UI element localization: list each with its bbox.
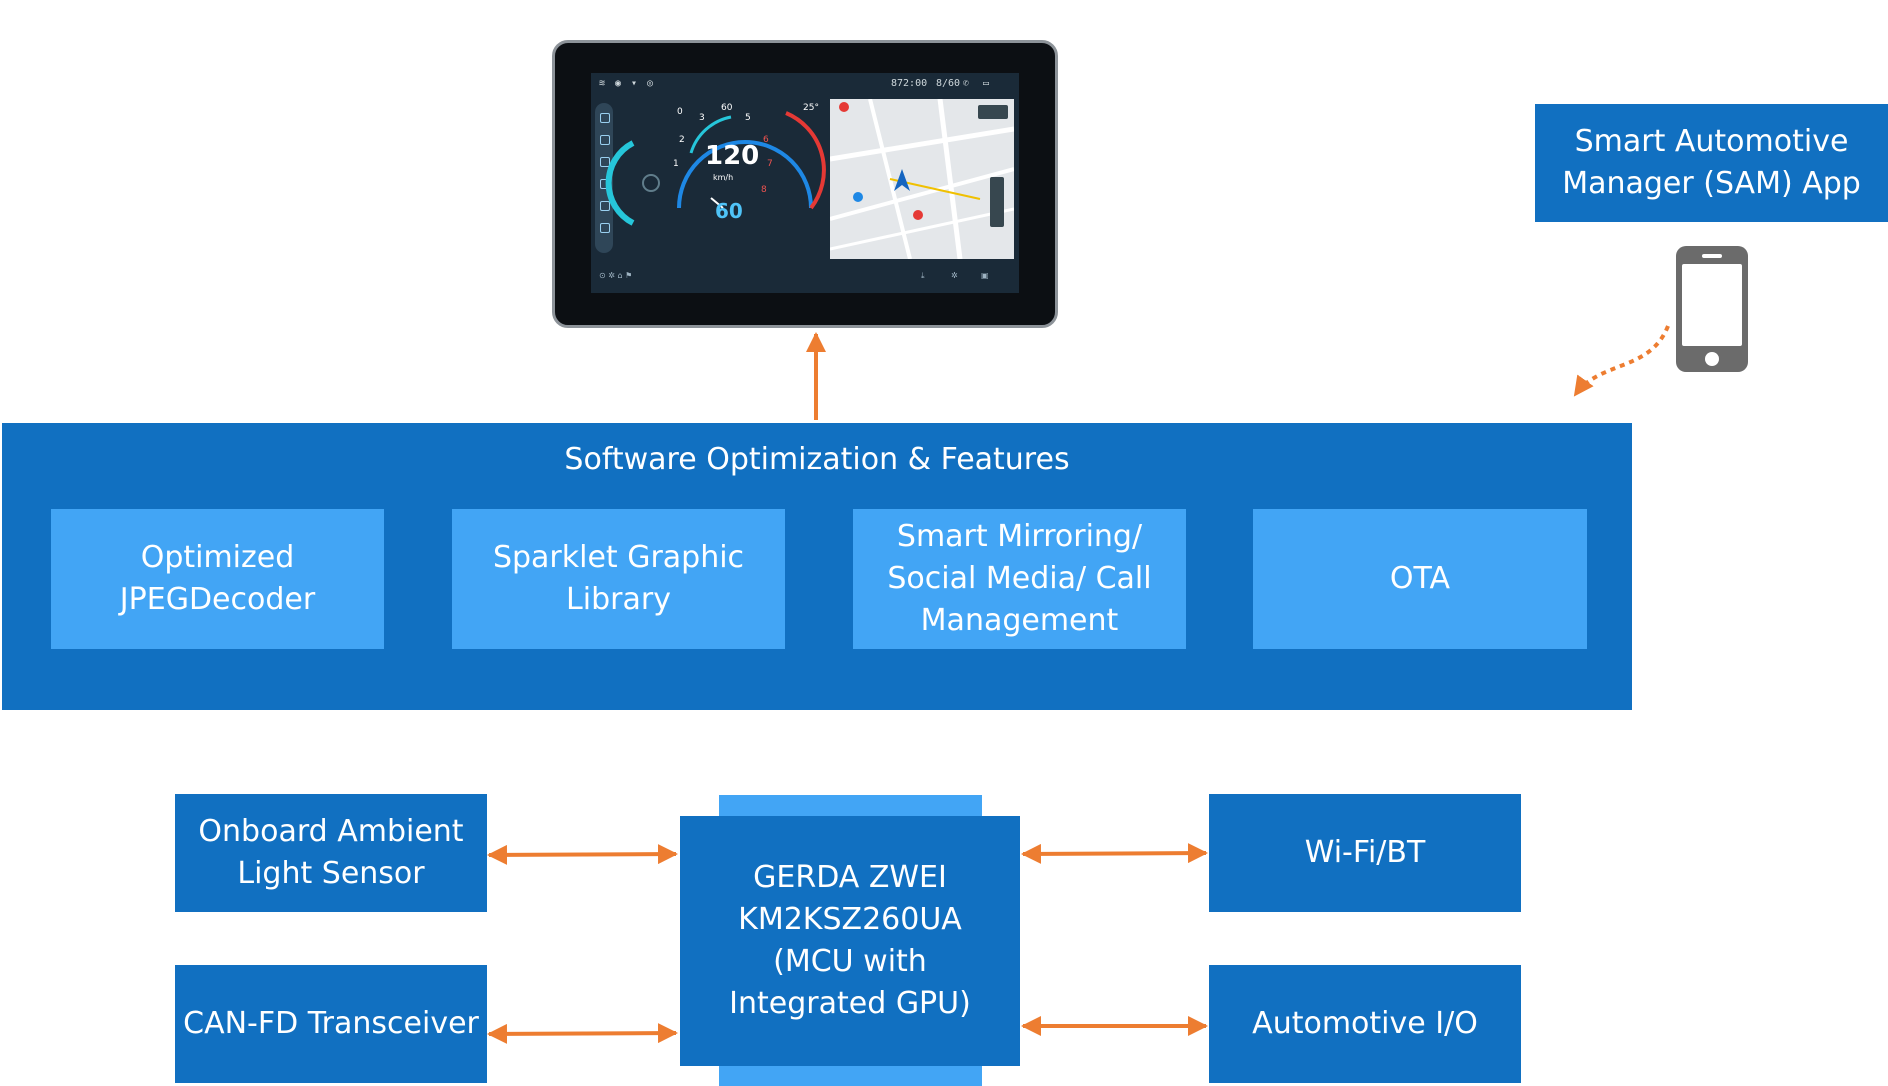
speed-unit: km/h xyxy=(713,173,734,182)
gauge-tick-1: 1 xyxy=(673,159,679,169)
settings-icon: ◎ xyxy=(647,78,654,89)
smartphone-icon xyxy=(1676,246,1748,372)
mcu-wifi-arrow xyxy=(1021,843,1208,864)
bird-icon: ▾ xyxy=(631,78,638,89)
toolbar-icon xyxy=(600,223,610,233)
phone-home-button xyxy=(1705,352,1719,366)
toolbar-icon xyxy=(600,135,610,145)
map-zoom-icon xyxy=(990,177,1004,227)
phone-icon: ✆ xyxy=(963,78,970,89)
automotive-io-box: Automotive I/O xyxy=(1209,965,1521,1083)
map-graphic xyxy=(830,99,1014,259)
car-icon: ◉ xyxy=(615,78,622,89)
gauge-tick-0: 0 xyxy=(677,107,683,117)
feature-sparklet-library: Sparklet Graphic Library xyxy=(452,509,785,649)
left-gauge-hub xyxy=(642,174,660,192)
bottom-icons: ⊙ ✲ ⌂ ⚑ xyxy=(599,271,633,280)
screen-icon: ▣ xyxy=(981,271,989,280)
gauge-tick-3: 3 xyxy=(699,113,705,123)
feature-ota: OTA xyxy=(1253,509,1587,649)
speedometer-needle xyxy=(710,197,724,209)
canfd-mcu-arrow xyxy=(487,1023,678,1044)
dashboard-display: ≋ ◉ ▾ ◎ 872:00 8/60 ✆ ▭ xyxy=(552,40,1058,328)
gauge-tick-8: 8 xyxy=(761,185,767,195)
map-controls-icon xyxy=(978,105,1008,119)
phone-speaker xyxy=(1702,254,1722,258)
speedometer-inner-arc xyxy=(689,115,732,154)
speedometer-redline xyxy=(785,111,826,210)
toolbar-icon xyxy=(600,157,610,167)
software-title: Software Optimization & Features xyxy=(564,442,1070,477)
gauge-tick-6: 6 xyxy=(763,135,769,145)
toolbar-icon xyxy=(600,201,610,211)
phone-screen xyxy=(1682,264,1742,346)
feature-smart-mirroring: Smart Mirroring/ Social Media/ Call Mana… xyxy=(853,509,1186,649)
sensor-mcu-arrow xyxy=(487,844,678,865)
left-toolbar xyxy=(595,103,613,253)
status-bar: ≋ ◉ ▾ ◎ 872:00 8/60 ✆ ▭ xyxy=(591,73,1019,95)
toolbar-icon xyxy=(600,113,610,123)
secondary-speed: 60 xyxy=(715,199,743,223)
map-poi-icon xyxy=(853,192,863,202)
dashboard-screen: ≋ ◉ ▾ ◎ 872:00 8/60 ✆ ▭ xyxy=(591,73,1019,293)
temperature-readout: 25° xyxy=(803,103,819,113)
navigation-arrow-icon xyxy=(894,169,910,191)
sam-app-box: Smart Automotive Manager (SAM) App xyxy=(1535,104,1888,222)
gauge-tick-7: 7 xyxy=(767,159,773,169)
phone-to-software-arrow xyxy=(1573,325,1670,397)
clock-text: 872:00 xyxy=(891,78,928,89)
wifi-icon: ≋ xyxy=(599,78,606,89)
gauge-tick-4: 60 xyxy=(721,103,733,113)
map-pin-icon xyxy=(839,102,849,112)
battery-icon: ▭ xyxy=(983,78,990,89)
download-icon: ⤓ xyxy=(921,271,925,280)
left-gauge-arc xyxy=(605,140,635,226)
gear-icon: ✲ xyxy=(951,271,958,280)
bottom-bar: ⊙ ✲ ⌂ ⚑ ⤓ ✲ ▣ xyxy=(591,265,1019,293)
speed-readout: 120 xyxy=(705,141,760,171)
wifi-bt-box: Wi-Fi/BT xyxy=(1209,794,1521,912)
gauge-tick-5: 5 xyxy=(745,113,751,123)
mcu-box: GERDA ZWEI KM2KSZ260UA (MCU with Integra… xyxy=(680,816,1020,1066)
can-fd-box: CAN-FD Transceiver xyxy=(175,965,487,1083)
status-right-text: 8/60 xyxy=(936,78,961,89)
navigation-map xyxy=(830,99,1014,259)
gauge-tick-2: 2 xyxy=(679,135,685,145)
feature-jpeg-decoder: Optimized JPEGDecoder xyxy=(51,509,384,649)
map-pin-icon xyxy=(913,210,923,220)
light-sensor-box: Onboard Ambient Light Sensor xyxy=(175,794,487,912)
speedometer-arc xyxy=(677,140,813,209)
